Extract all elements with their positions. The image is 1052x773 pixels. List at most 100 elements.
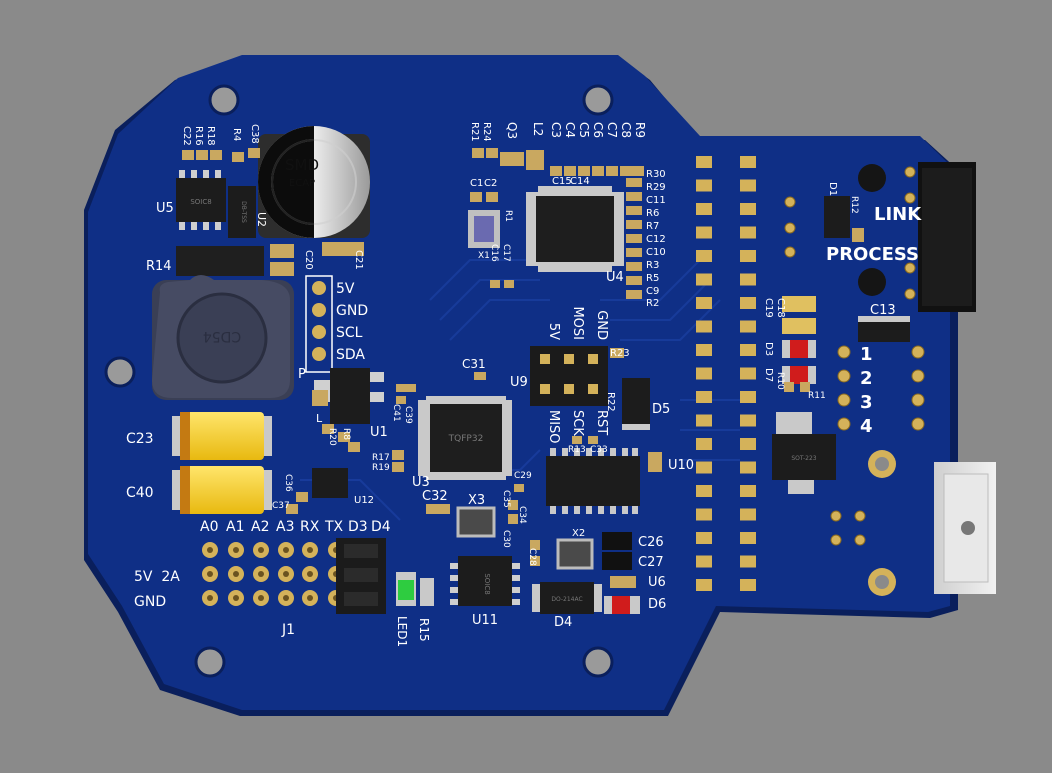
smd-passive bbox=[406, 384, 416, 392]
refdes-c26: C26 bbox=[638, 535, 664, 550]
refdes-r7: R7 bbox=[646, 221, 659, 232]
spi-label-miso: MISO bbox=[546, 410, 561, 444]
refdes-r21: R21 bbox=[469, 122, 480, 142]
refdes-u5: U5 bbox=[156, 201, 174, 216]
refdes-r23: R23 bbox=[610, 348, 630, 359]
smd-passive bbox=[626, 262, 642, 271]
refdes-d3: D3 bbox=[763, 342, 774, 356]
header-pad bbox=[696, 461, 712, 474]
u11-marking: SOIC8 bbox=[483, 573, 491, 594]
smd-passive bbox=[626, 248, 642, 257]
refdes-c37: C37 bbox=[272, 501, 290, 511]
ic-lead bbox=[203, 170, 209, 178]
refdes-r17: R17 bbox=[372, 453, 390, 463]
smd-passive bbox=[564, 166, 576, 176]
refdes-c34: C34 bbox=[517, 506, 527, 524]
process-label: PROCESS bbox=[826, 244, 919, 265]
spi-label-mosi: MOSI bbox=[570, 306, 585, 340]
small-passives bbox=[182, 148, 864, 588]
c13-package bbox=[858, 316, 910, 342]
smd-passive bbox=[312, 390, 328, 406]
smd-passive bbox=[490, 280, 500, 288]
j1-pad-hole bbox=[283, 571, 289, 577]
header-pad bbox=[740, 485, 756, 497]
ic-lead bbox=[450, 575, 458, 581]
refdes-c19: C19 bbox=[763, 298, 774, 318]
refdes-c29: C29 bbox=[514, 471, 532, 481]
refdes-c16: C16 bbox=[489, 244, 499, 262]
smd-passive bbox=[530, 540, 540, 550]
refdes-c35: C35 bbox=[501, 490, 511, 508]
u9-spi-header bbox=[530, 346, 608, 406]
header-pad bbox=[740, 273, 756, 286]
header-pad bbox=[740, 508, 756, 521]
refdes-c20: C20 bbox=[303, 250, 314, 270]
u4-qfp bbox=[526, 186, 624, 272]
j1-name: J1 bbox=[281, 622, 295, 638]
smd-passive bbox=[610, 576, 628, 588]
refdes-r8: R8 bbox=[341, 428, 351, 440]
pin-label-sda: SDA bbox=[336, 347, 365, 363]
spi-label-5v: 5V bbox=[546, 323, 561, 340]
pin-header-columns bbox=[696, 156, 756, 591]
smd-passive bbox=[248, 148, 260, 158]
refdes-r12: R12 bbox=[849, 196, 859, 214]
refdes-c33: C33 bbox=[590, 445, 608, 455]
smd-passive bbox=[626, 290, 642, 299]
smd-passive bbox=[508, 514, 518, 524]
refdes-c5: C5 bbox=[577, 122, 591, 138]
smd-passive bbox=[210, 150, 222, 160]
smd-passive bbox=[572, 436, 582, 444]
u11-soic8: SOIC8 bbox=[450, 556, 520, 606]
x1-crystal bbox=[468, 210, 500, 248]
d4-diode: DO-214AC bbox=[532, 582, 602, 614]
u12-package bbox=[312, 468, 348, 498]
j1-pin-grid bbox=[202, 542, 344, 606]
ic-lead bbox=[512, 575, 520, 581]
header-pad bbox=[740, 250, 756, 262]
refdes-x2: X2 bbox=[572, 528, 585, 539]
refdes-r15: R15 bbox=[417, 618, 431, 642]
smd-passive bbox=[232, 152, 244, 162]
header-pad bbox=[740, 203, 756, 215]
smd-passive bbox=[852, 228, 864, 242]
i2c-header bbox=[305, 275, 333, 373]
silkscreen: 5V GND SCL SDA LINK PROCESS 1 2 3 4 A0 A… bbox=[126, 122, 922, 647]
smd-passive bbox=[578, 166, 590, 176]
j1-label-tx: TX bbox=[324, 519, 344, 535]
j1-pad-hole bbox=[258, 595, 264, 601]
refdes-x3: X3 bbox=[468, 493, 485, 508]
tactile-domes bbox=[858, 164, 886, 296]
header-pad bbox=[740, 367, 756, 380]
u2-soic16 bbox=[546, 448, 640, 514]
refdes-r10: R10 bbox=[775, 372, 785, 390]
smd-passive bbox=[626, 206, 642, 215]
header-pad bbox=[740, 344, 756, 356]
inductor-marking: CD54 bbox=[203, 328, 241, 344]
j1-label-a3: A3 bbox=[276, 519, 294, 535]
header-pad bbox=[696, 203, 712, 215]
header-pad bbox=[696, 273, 712, 286]
jumper-header bbox=[336, 538, 386, 614]
status-diodes bbox=[604, 340, 816, 614]
right-through-holes bbox=[784, 166, 925, 546]
smd-passive bbox=[526, 150, 544, 170]
ic-lead bbox=[450, 563, 458, 569]
refdes-d7: D7 bbox=[763, 368, 774, 382]
refdes-d4: D4 bbox=[554, 615, 572, 630]
u5-u2-packages: SOIC8 DB-TSS bbox=[176, 170, 256, 238]
smd-passive bbox=[620, 166, 632, 176]
smd-passive bbox=[486, 148, 498, 158]
refdes-c18: C18 bbox=[775, 298, 786, 318]
power-inductor: CD54 bbox=[152, 246, 294, 400]
refdes-r30: R30 bbox=[646, 169, 666, 180]
ic-lead bbox=[512, 599, 520, 605]
refdes-c12: C12 bbox=[646, 234, 666, 245]
smd-passive bbox=[486, 192, 498, 202]
smd-passive bbox=[270, 262, 294, 276]
refdes-r3: R3 bbox=[646, 260, 659, 271]
refdes-r22: R22 bbox=[605, 392, 616, 412]
refdes-r16: R16 bbox=[193, 126, 204, 146]
j1-label-d4: D4 bbox=[371, 519, 391, 535]
